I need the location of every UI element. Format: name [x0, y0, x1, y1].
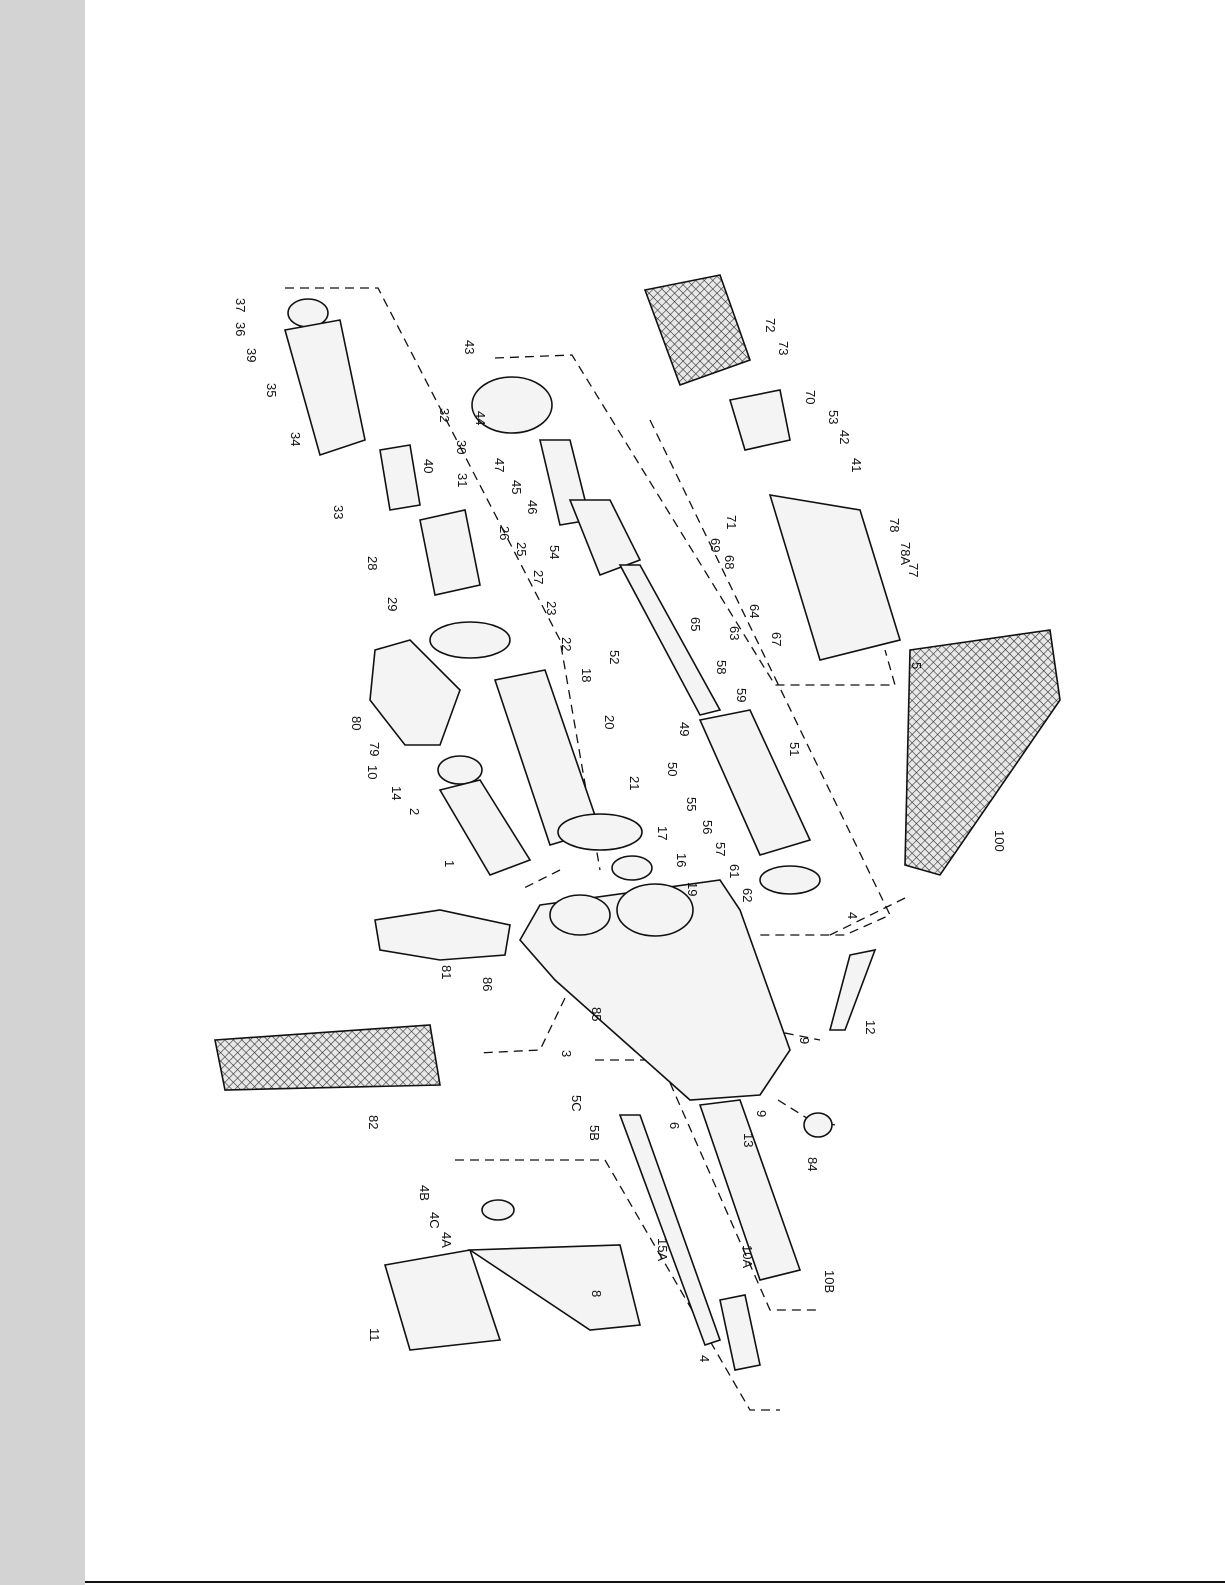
callout-47: 47 — [492, 458, 507, 472]
callout-8: 8 — [589, 1290, 604, 1297]
callout-23: 23 — [544, 601, 559, 615]
callout-54: 54 — [547, 545, 562, 559]
callout-52: 52 — [607, 650, 622, 664]
callout-4C: 4C — [427, 1212, 442, 1229]
callout-9a: 9 — [797, 1037, 812, 1044]
callout-4A: 4A — [439, 1232, 454, 1248]
callout-5C: 5C — [569, 1095, 584, 1112]
callout-15A: 15A — [655, 1238, 670, 1261]
callout-34: 34 — [288, 432, 303, 446]
callout-9b: 9 — [754, 1110, 769, 1117]
callout-71: 71 — [724, 515, 739, 529]
callout-57: 57 — [713, 842, 728, 856]
callout-18: 18 — [579, 668, 594, 682]
callout-21: 21 — [627, 776, 642, 790]
callout-31: 31 — [455, 473, 470, 487]
callout-6: 6 — [667, 1122, 682, 1129]
callout-41: 41 — [849, 458, 864, 472]
cover-block — [370, 640, 530, 875]
callout-33: 33 — [331, 505, 346, 519]
callout-3: 3 — [559, 1050, 574, 1057]
callout-79: 79 — [367, 742, 382, 756]
callout-44: 44 — [473, 411, 488, 425]
callout-43: 43 — [462, 340, 477, 354]
callout-4B: 4B — [417, 1185, 432, 1201]
callout-26: 26 — [497, 526, 512, 540]
callout-81: 81 — [439, 965, 454, 979]
callout-10A: 10A — [740, 1245, 755, 1268]
callout-12: 12 — [863, 1020, 878, 1034]
callout-69: 69 — [708, 538, 723, 552]
callout-67: 67 — [769, 632, 784, 646]
shaft-spring — [472, 377, 820, 894]
callout-63: 63 — [727, 626, 742, 640]
callout-29: 29 — [385, 597, 400, 611]
callout-50: 50 — [665, 762, 680, 776]
callout-65: 65 — [688, 617, 703, 631]
callout-82: 82 — [366, 1115, 381, 1129]
callout-56: 56 — [700, 820, 715, 834]
callout-53: 53 — [826, 410, 841, 424]
callout-1: 1 — [442, 860, 457, 867]
callout-36: 36 — [233, 322, 248, 336]
callout-20: 20 — [602, 715, 617, 729]
callout-100: 100 — [992, 830, 1007, 852]
callout-22: 22 — [559, 637, 574, 651]
callout-46: 46 — [525, 500, 540, 514]
callout-45: 45 — [509, 480, 524, 494]
callout-84: 84 — [805, 1157, 820, 1171]
callout-55: 55 — [684, 797, 699, 811]
callout-30: 30 — [454, 440, 469, 454]
callout-4a: 4 — [845, 912, 860, 919]
callout-58: 58 — [714, 660, 729, 674]
callout-73: 73 — [776, 341, 791, 355]
callout-17: 17 — [655, 826, 670, 840]
callout-42: 42 — [837, 430, 852, 444]
callout-64: 64 — [747, 604, 762, 618]
callout-80: 80 — [349, 716, 364, 730]
callout-78A: 78A — [898, 542, 913, 565]
callout-32: 32 — [437, 408, 452, 422]
callout-40: 40 — [421, 459, 436, 473]
callout-5B: 5B — [587, 1125, 602, 1141]
callout-61: 61 — [727, 864, 742, 878]
callout-28: 28 — [365, 556, 380, 570]
callout-19: 19 — [685, 882, 700, 896]
callout-4b: 4 — [697, 1355, 712, 1362]
callout-39: 39 — [244, 348, 259, 362]
callout-11: 11 — [367, 1328, 382, 1342]
callout-51: 51 — [787, 742, 802, 756]
callout-70: 70 — [803, 390, 818, 404]
callout-68: 68 — [722, 555, 737, 569]
callout-77: 77 — [906, 563, 921, 577]
callout-35: 35 — [264, 383, 279, 397]
callout-5a: 5 — [909, 662, 924, 669]
callout-86: 86 — [480, 977, 495, 991]
callout-16: 16 — [674, 853, 689, 867]
callout-72: 72 — [763, 318, 778, 332]
callout-85: 85 — [589, 1007, 604, 1021]
callout-14: 14 — [389, 786, 404, 800]
callout-59: 59 — [734, 688, 749, 702]
callout-25: 25 — [514, 542, 529, 556]
callout-13: 13 — [741, 1133, 756, 1147]
callout-27: 27 — [531, 570, 546, 584]
callout-62: 62 — [740, 888, 755, 902]
callout-78: 78 — [887, 518, 902, 532]
callout-10: 10 — [365, 765, 380, 779]
callout-10B: 10B — [822, 1270, 837, 1293]
callout-2: 2 — [407, 808, 422, 815]
callout-49: 49 — [677, 722, 692, 736]
callout-37: 37 — [233, 298, 248, 312]
main-housing — [520, 880, 790, 1100]
